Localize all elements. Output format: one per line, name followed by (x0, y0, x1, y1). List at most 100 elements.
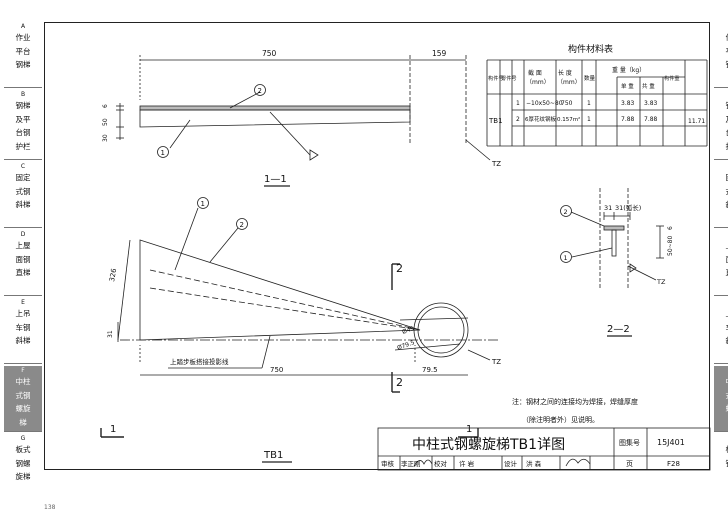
strip-line: 及平 (726, 115, 728, 124)
cut-mark: 2 (396, 262, 403, 275)
cut-mark: 2 (396, 376, 403, 389)
note-line: （除注明者外）见说明。 (522, 415, 599, 424)
strip-line: 钢螺 (726, 459, 728, 468)
table-cell: 1 (516, 100, 520, 107)
sidebar-item-c[interactable]: C 固定 式钢 斜梯 (4, 162, 42, 228)
review-label: 审核 (381, 459, 395, 468)
weld-leader (269, 111, 311, 156)
tz-label: TZ (491, 358, 501, 366)
sidebar-line: 作业 (15, 33, 31, 42)
table-cell: 750 (561, 100, 573, 107)
strip-line: 上屋 (726, 241, 728, 250)
sidebar-line: 固定 (15, 173, 31, 182)
leader-1 (169, 119, 191, 149)
strip-line: 斜梯 (726, 336, 728, 345)
atlas-label: 图集号 (619, 438, 640, 447)
material-table (486, 59, 708, 147)
table-header: 共 重 (642, 82, 655, 90)
dim-text: 6 (102, 104, 109, 108)
table-header: （mm） (526, 79, 550, 86)
table-cell: 6厚花纹钢板 (525, 115, 556, 123)
strip-line: 平台 (726, 47, 728, 56)
sidebar-line: 梯 (19, 417, 27, 427)
sidebar-line: 式钢 (15, 390, 31, 400)
tz-label: TZ (491, 160, 501, 168)
sidebar-letter: G (20, 435, 26, 442)
dim-text: 50 (102, 118, 109, 126)
strip-line: 式钢 (726, 187, 728, 196)
section-1-1 (116, 55, 491, 187)
sidebar-item-e[interactable]: E 上吊 车钢 斜梯 (4, 298, 42, 364)
strip-line: 车钢 (726, 323, 728, 332)
design-signature (565, 458, 591, 467)
table-cell: −10x50~80 (526, 100, 563, 107)
check-name: 许 岩 (459, 459, 475, 468)
callout-number: 1 (564, 254, 568, 262)
center-column-inner (417, 306, 465, 354)
right-strip-item-d[interactable]: D 上屋 面钢 直梯 (714, 230, 728, 296)
strip-line: 上吊 (726, 309, 728, 318)
tz-leader (627, 265, 657, 281)
callout-circle (157, 146, 169, 158)
callout-circle (254, 84, 266, 96)
sidebar-item-f[interactable]: F 中柱 式钢 螺旋 梯 (4, 366, 42, 432)
table-cell: 1 (587, 100, 591, 107)
section-1-1-label: 1—1 (264, 174, 287, 185)
sidebar-item-a[interactable]: A 作业 平台 钢梯 (4, 22, 42, 88)
flat-bar (139, 109, 411, 128)
table-cell-member-weight: 11.71 (688, 118, 705, 125)
dim-text: 79.5 (422, 366, 438, 374)
leader-1 (174, 207, 199, 271)
table-cell: 7.88 (644, 116, 658, 123)
dim-text: Ø45 (401, 325, 415, 336)
callout-circle (236, 218, 248, 230)
drawing-title: 中柱式钢螺旋梯TB1详图 (412, 437, 565, 453)
strip-line: 护栏 (726, 142, 728, 151)
section-2-2-label: 2—2 (607, 324, 630, 335)
callout-number: 1 (161, 149, 165, 157)
note-line: 注：钢材之间的连接均为焊接，焊缝厚度 (512, 397, 638, 406)
note-line-label: 上踏步板搭接投影线 (170, 357, 229, 366)
callout-number: 2 (240, 221, 244, 229)
sidebar-letter: D (20, 231, 26, 238)
strip-line: 面钢 (726, 255, 728, 264)
right-strip-item-a[interactable]: A 作业 平台 钢梯 (714, 22, 728, 88)
sidebar-line: 上屋 (15, 241, 31, 250)
dim-text: 750 (270, 366, 283, 374)
sidebar-line: 上吊 (15, 309, 31, 318)
section-2-2 (560, 188, 664, 337)
sidebar-line: 中柱 (15, 377, 31, 386)
callout-circle (197, 197, 209, 209)
leader-2 (570, 211, 605, 227)
design-name: 洪 森 (526, 459, 542, 468)
right-strip-item-e[interactable]: E 上吊 车钢 斜梯 (714, 298, 728, 364)
strip-line: 固定 (726, 173, 728, 182)
page-label: 页 (626, 460, 633, 468)
sidebar-line: 斜梯 (15, 336, 31, 345)
dim-text: 6 (667, 226, 674, 230)
flat-bar (611, 229, 617, 257)
right-strip-item-b[interactable]: B 钢梯 及平 台钢 护栏 (714, 90, 728, 160)
sidebar-item-d[interactable]: D 上屋 面钢 直梯 (4, 230, 42, 296)
sidebar-letter: A (20, 23, 26, 30)
right-strip-item-g[interactable]: G 板式 钢螺 旋梯 (714, 434, 728, 468)
strip-line: 作业 (726, 33, 728, 42)
right-strip-item-f[interactable]: F 中柱 式钢 螺旋 梯 (714, 366, 728, 432)
table-header: 构件号 (488, 74, 504, 82)
sidebar-item-g[interactable]: G 板式 钢螺 旋梯 (4, 434, 42, 488)
strip-line: 直梯 (726, 268, 728, 277)
sidebar-item-b[interactable]: B 钢梯 及平 台钢 护栏 (4, 90, 42, 160)
tz-leader (465, 139, 491, 161)
cut-mark: 1 (110, 424, 116, 435)
right-strip-item-c[interactable]: C 固定 式钢 斜梯 (714, 162, 728, 228)
center-column-outer (413, 302, 469, 358)
sidebar-line: 平台 (15, 46, 31, 56)
callout-number: 2 (258, 87, 262, 95)
table-header: （mm） (557, 79, 581, 86)
sidebar-line: 及平 (15, 114, 31, 124)
sidebar-line: 板式 (15, 445, 31, 454)
cut-mark: 1 (466, 424, 472, 435)
dim-text: 750 (262, 49, 277, 58)
weld-symbol (309, 149, 319, 161)
